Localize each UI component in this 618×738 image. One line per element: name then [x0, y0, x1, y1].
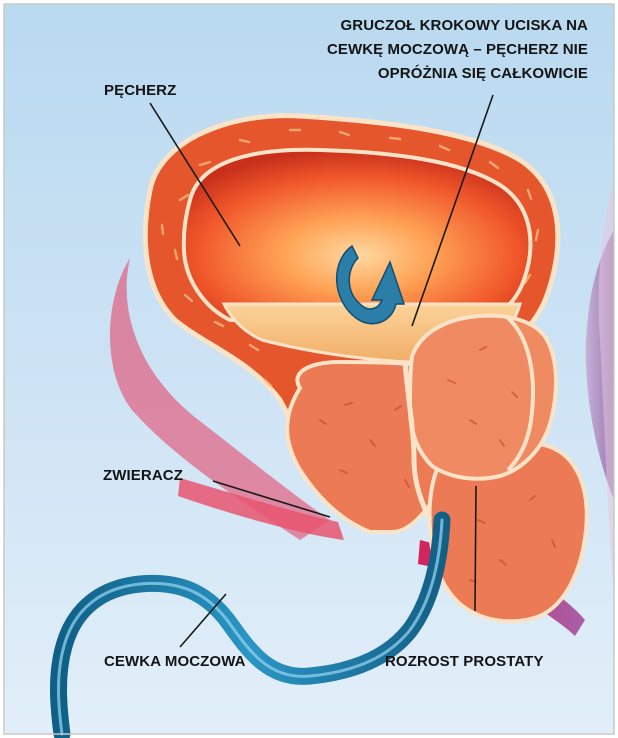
label-urethra: CEWKA MOCZOWA: [104, 653, 246, 670]
label-note-line2: CEWKĘ MOCZOWĄ – PĘCHERZ NIE: [327, 41, 588, 58]
label-note-line1: GRUCZOŁ KROKOWY UCISKA NA: [341, 17, 589, 34]
label-note-line3: OPRÓŻNIA SIĘ CAŁKOWICIE: [378, 64, 588, 82]
label-prostate: ROZROST PROSTATY: [385, 653, 544, 670]
label-bladder: PĘCHERZ: [104, 82, 176, 99]
leader-prostate: [475, 486, 476, 611]
bladder-cavity: [184, 150, 531, 320]
label-sphincter: ZWIERACZ: [103, 467, 183, 484]
